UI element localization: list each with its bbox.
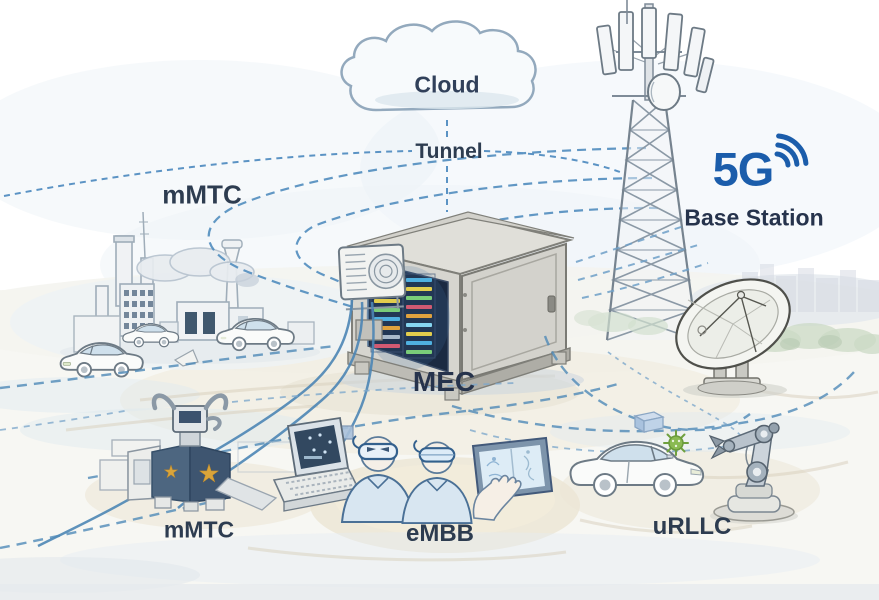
urllc-label: uRLLC [652, 513, 732, 540]
smoke-cloud [136, 247, 259, 287]
mmtc-top-label: mMTC [162, 179, 242, 210]
star-icon [163, 464, 179, 479]
five-g-label: 5G [712, 142, 775, 196]
mmtc-bottom-label: mMTC [163, 516, 235, 543]
car-icon [216, 318, 295, 352]
robot-arm-icon [708, 422, 798, 524]
parked-cars [59, 318, 295, 378]
signal-waves-icon [774, 133, 809, 168]
car-icon [59, 342, 144, 378]
vr-users [340, 435, 473, 525]
industrial-laptop-icon [272, 416, 360, 512]
smart-machine-icon [99, 393, 354, 512]
satellite-dish-icon [675, 278, 791, 398]
cell-tower-icon [596, 0, 715, 341]
urllc-group [569, 411, 798, 524]
vr-headset-icon [401, 439, 473, 525]
base-station-label: Base Station [684, 204, 824, 231]
car-icon [122, 323, 180, 348]
vr-headset-icon [340, 435, 416, 523]
tunnel-dashed-lines [3, 120, 621, 212]
mec-label: MEC [412, 366, 476, 397]
cloud-icon [340, 20, 537, 112]
cloud-label: Cloud [414, 71, 480, 98]
hand-icon [472, 474, 522, 521]
mec-cabinet-icon [37, 211, 584, 548]
embb-label: eMBB [405, 520, 475, 547]
debris-object [173, 349, 199, 367]
sensor-icon [663, 430, 689, 456]
ac-unit-icon [337, 243, 407, 312]
tunnel-label: Tunnel [415, 140, 483, 163]
autonomous-car-icon [569, 440, 705, 497]
star-icon [198, 463, 220, 483]
edge-box [633, 411, 665, 434]
